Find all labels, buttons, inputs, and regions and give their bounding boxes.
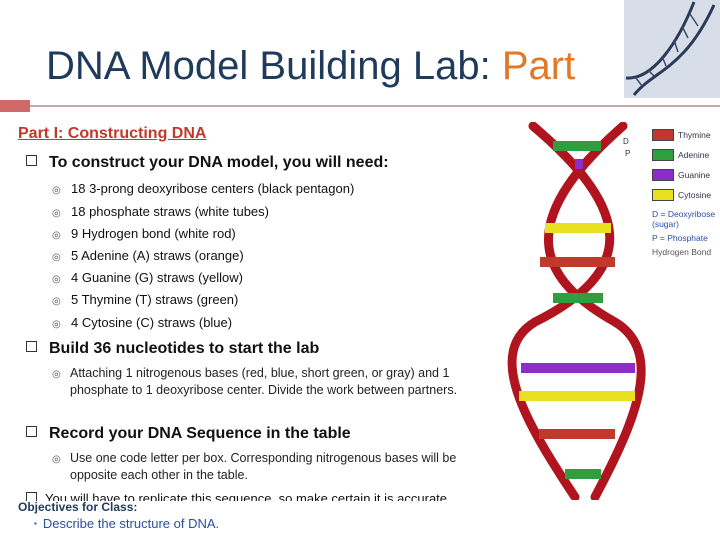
dna-helix-logo <box>624 0 720 98</box>
title-main: DNA Model Building Lab: <box>46 44 502 88</box>
list-item: ◎4 Guanine (G) straws (yellow) <box>52 270 243 285</box>
build-text: Attaching 1 nitrogenous bases (red, blue… <box>70 366 458 397</box>
list-item: ◎5 Thymine (T) straws (green) <box>52 292 239 307</box>
record-text: Use one code letter per box. Correspondi… <box>70 451 457 482</box>
dna-model-diagram: D P <box>507 122 646 500</box>
legend-item: Thymine <box>652 125 720 145</box>
divider-accent <box>0 100 30 112</box>
legend-item: Guanine <box>652 165 720 185</box>
legend: Thymine Adenine Guanine Cytosine D = Deo… <box>652 125 720 257</box>
legend-item: Adenine <box>652 145 720 165</box>
list-item: ◎18 3-prong deoxyribose centers (black p… <box>52 181 355 196</box>
bullet-icon: ◎ <box>52 319 61 330</box>
need-heading: To construct your DNA model, you will ne… <box>26 154 389 172</box>
bullet-icon: ◎ <box>52 274 61 285</box>
legend-swatch <box>652 169 674 181</box>
checkbox-bullet-icon <box>26 426 37 437</box>
legend-note: D = Deoxyribose (sugar) <box>652 209 716 229</box>
list-item: ◎4 Cytosine (C) straws (blue) <box>52 315 233 330</box>
list-item: ◎18 phosphate straws (white tubes) <box>52 204 269 219</box>
legend-swatch <box>652 189 674 201</box>
section-heading: Part I: Constructing DNA <box>18 125 207 142</box>
build-heading: Build 36 nucleotides to start the lab <box>26 340 319 358</box>
bullet-icon: ◎ <box>52 296 61 307</box>
bullet-icon: ◎ <box>52 252 61 263</box>
checkbox-bullet-icon <box>26 341 37 352</box>
objectives-heading: Objectives for Class: <box>18 500 138 514</box>
title-accent: Part <box>501 44 576 88</box>
record-heading: Record your DNA Sequence in the table <box>26 425 351 443</box>
label-p: P <box>625 149 630 158</box>
objective-item: ▪Describe the structure of DNA. <box>34 516 220 531</box>
bullet-icon: ◎ <box>52 208 61 219</box>
slide-title: DNA Model Building Lab: Part <box>46 44 575 89</box>
legend-note: Hydrogen Bond <box>652 247 712 257</box>
list-item: ◎5 Adenine (A) straws (orange) <box>52 248 244 263</box>
list-item: ◎9 Hydrogen bond (white rod) <box>52 226 236 241</box>
label-d: D <box>623 137 629 146</box>
legend-item: Cytosine <box>652 185 720 205</box>
bullet-icon: ◎ <box>52 185 61 196</box>
record-cut-line: You will have to replicate this sequence… <box>26 491 447 501</box>
bullet-icon: ◎ <box>52 230 61 241</box>
bullet-icon: ◎ <box>52 454 61 465</box>
legend-note: P = Phosphate <box>652 233 708 243</box>
divider-line <box>30 105 720 107</box>
legend-swatch <box>652 149 674 161</box>
bullet-icon: ▪ <box>34 519 37 528</box>
checkbox-bullet-icon <box>26 155 37 166</box>
bullet-icon: ◎ <box>52 369 61 380</box>
legend-swatch <box>652 129 674 141</box>
